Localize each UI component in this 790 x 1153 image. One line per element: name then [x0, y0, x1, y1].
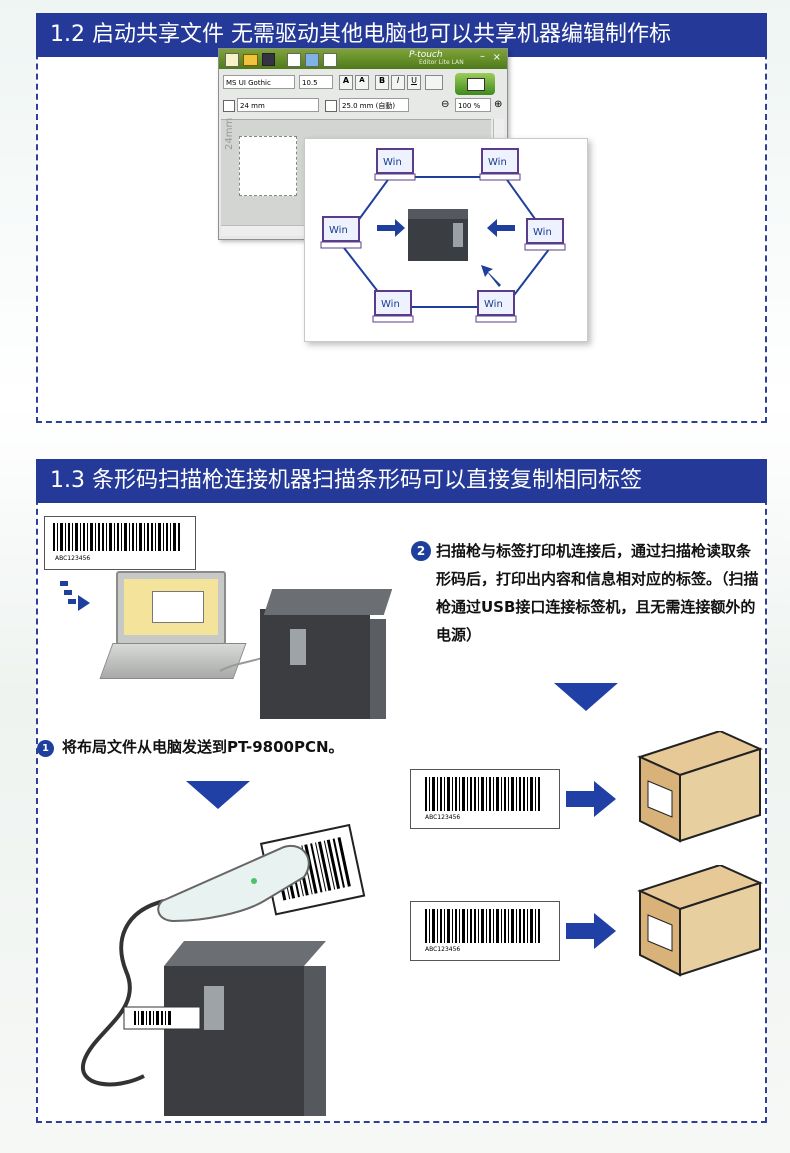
- section-shared-files: 1.2 启动共享文件 无需驱动其他电脑也可以共享机器编辑制作标 P-touch …: [36, 13, 767, 423]
- down-arrow-icon-left: [186, 781, 250, 809]
- step1-marker-icon: 1: [37, 740, 54, 757]
- zoom-out-icon[interactable]: ⊖: [441, 99, 450, 110]
- barcode-stripes: [53, 523, 180, 551]
- section-title-1-3: 1.3 条形码扫描枪连接机器扫描条形码可以直接复制相同标签: [36, 459, 767, 503]
- font-size-select[interactable]: 10.5: [299, 75, 333, 89]
- printer-panel: [290, 629, 306, 665]
- italic-button[interactable]: I: [391, 75, 405, 90]
- printer-lid-bottom: [164, 941, 326, 966]
- frame-icon[interactable]: [323, 53, 337, 67]
- computer-node-bl: Win: [372, 290, 414, 323]
- computer-node-l: Win: [320, 216, 362, 249]
- win-label-6: Win: [484, 299, 503, 310]
- section-title-1-2: 1.2 启动共享文件 无需驱动其他电脑也可以共享机器编辑制作标: [36, 13, 767, 57]
- print-button[interactable]: [455, 73, 495, 95]
- label-preview: [239, 136, 297, 196]
- arrow-right-icon-row2: [566, 913, 616, 949]
- laptop-display: [124, 579, 218, 635]
- printer-lid: [263, 589, 393, 615]
- bold-button[interactable]: B: [375, 75, 389, 90]
- tape-length-field[interactable]: 25.0 mm (自動): [339, 98, 409, 112]
- barcode-caption: ABC123456: [55, 555, 91, 562]
- canvas-ruler-label: 24mm: [224, 117, 235, 150]
- printer-body: [260, 609, 370, 719]
- win-label-4: Win: [533, 227, 552, 238]
- printer-panel-bottom: [204, 986, 224, 1030]
- printer-panel: [453, 223, 463, 247]
- computer-node-tr: Win: [479, 148, 521, 181]
- arrow-diag-in: [481, 265, 501, 287]
- barcode-scanner-icon: [157, 844, 310, 923]
- step2-text: 扫描枪与标签打印机连接后，通过扫描枪读取条形码后，打印出内容和信息相对应的标签。…: [436, 542, 759, 644]
- computer-node-br: Win: [475, 290, 517, 323]
- scanner-scene: [54, 821, 384, 1121]
- win-label-1: Win: [383, 157, 402, 168]
- tape-width-select[interactable]: 24 mm: [237, 98, 319, 112]
- network-diagram: Win Win Win Win Win: [304, 138, 588, 342]
- barcode-label-row2: ABC123456: [410, 901, 560, 961]
- box-svg-row2: [637, 863, 763, 977]
- barcode-caption-row1: ABC123456: [425, 814, 461, 821]
- down-arrow-icon-right: [554, 683, 618, 711]
- tape-icon: [223, 100, 235, 112]
- open-folder-icon[interactable]: [243, 54, 258, 66]
- win-label-3: Win: [329, 225, 348, 236]
- close-icon[interactable]: ×: [492, 52, 501, 63]
- barcode-label-row1: ABC123456: [410, 769, 560, 829]
- font-grow-button[interactable]: A: [339, 75, 353, 90]
- scanner-cable: [80, 899, 165, 1087]
- save-icon[interactable]: [262, 53, 275, 66]
- barcode-caption-row2: ABC123456: [425, 946, 461, 953]
- barcode-stripes-row2: [425, 909, 540, 943]
- computer-node-tl: Win: [374, 148, 416, 181]
- brand-mark: P-touch: [409, 50, 443, 60]
- length-icon: [325, 100, 337, 112]
- laptop-illustration: [99, 571, 247, 681]
- barcode-stripes-row1: [425, 777, 540, 811]
- cardboard-box-row1: [620, 729, 764, 843]
- new-file-icon[interactable]: [225, 53, 239, 67]
- arrow-right-in: [487, 219, 515, 237]
- printer-body-bottom: [164, 966, 304, 1116]
- image-icon[interactable]: [305, 53, 319, 67]
- font-name-select[interactable]: MS UI Gothic: [223, 75, 295, 89]
- brand-sub: Editor Lite LAN: [419, 59, 464, 66]
- font-shrink-button[interactable]: A: [355, 75, 369, 90]
- zoom-in-icon[interactable]: ⊕: [494, 99, 503, 110]
- step2-marker-icon: 2: [411, 541, 431, 561]
- arrow-left-in: [377, 219, 405, 237]
- laptop-screen: [116, 571, 226, 645]
- text-icon[interactable]: [287, 53, 301, 67]
- printed-label: [123, 1006, 201, 1030]
- printer-icon: [467, 78, 485, 91]
- underline-button[interactable]: U: [407, 75, 421, 90]
- computer-node-r: Win: [524, 218, 566, 251]
- scanner-led: [251, 878, 257, 884]
- cardboard-box-row2: [620, 863, 764, 977]
- win-label-2: Win: [488, 157, 507, 168]
- window-title-bar: P-touch Editor Lite LAN × –: [219, 49, 507, 69]
- printer-side-bottom: [304, 966, 326, 1116]
- network-diagram-svg: Win Win Win Win Win: [320, 148, 566, 323]
- transfer-arrow-icon: [60, 581, 100, 621]
- minimize-icon[interactable]: –: [480, 51, 485, 62]
- printer-illustration-top: [260, 589, 393, 721]
- printer-top: [408, 209, 468, 219]
- box-svg-row1: [637, 729, 763, 843]
- section-barcode-scanner: 1.3 条形码扫描枪连接机器扫描条形码可以直接复制相同标签 ABC123456 …: [36, 459, 767, 1123]
- win-label-5: Win: [381, 299, 400, 310]
- zoom-select[interactable]: 100 %: [455, 98, 491, 112]
- step1-text: 将布局文件从电脑发送到PT-9800PCN。: [62, 738, 344, 756]
- arrow-right-icon-row1: [566, 781, 616, 817]
- scanner-scene-svg: [80, 823, 366, 1116]
- printer-side: [370, 619, 386, 719]
- barcode-label-source: ABC123456: [44, 516, 196, 570]
- align-button[interactable]: [425, 75, 443, 90]
